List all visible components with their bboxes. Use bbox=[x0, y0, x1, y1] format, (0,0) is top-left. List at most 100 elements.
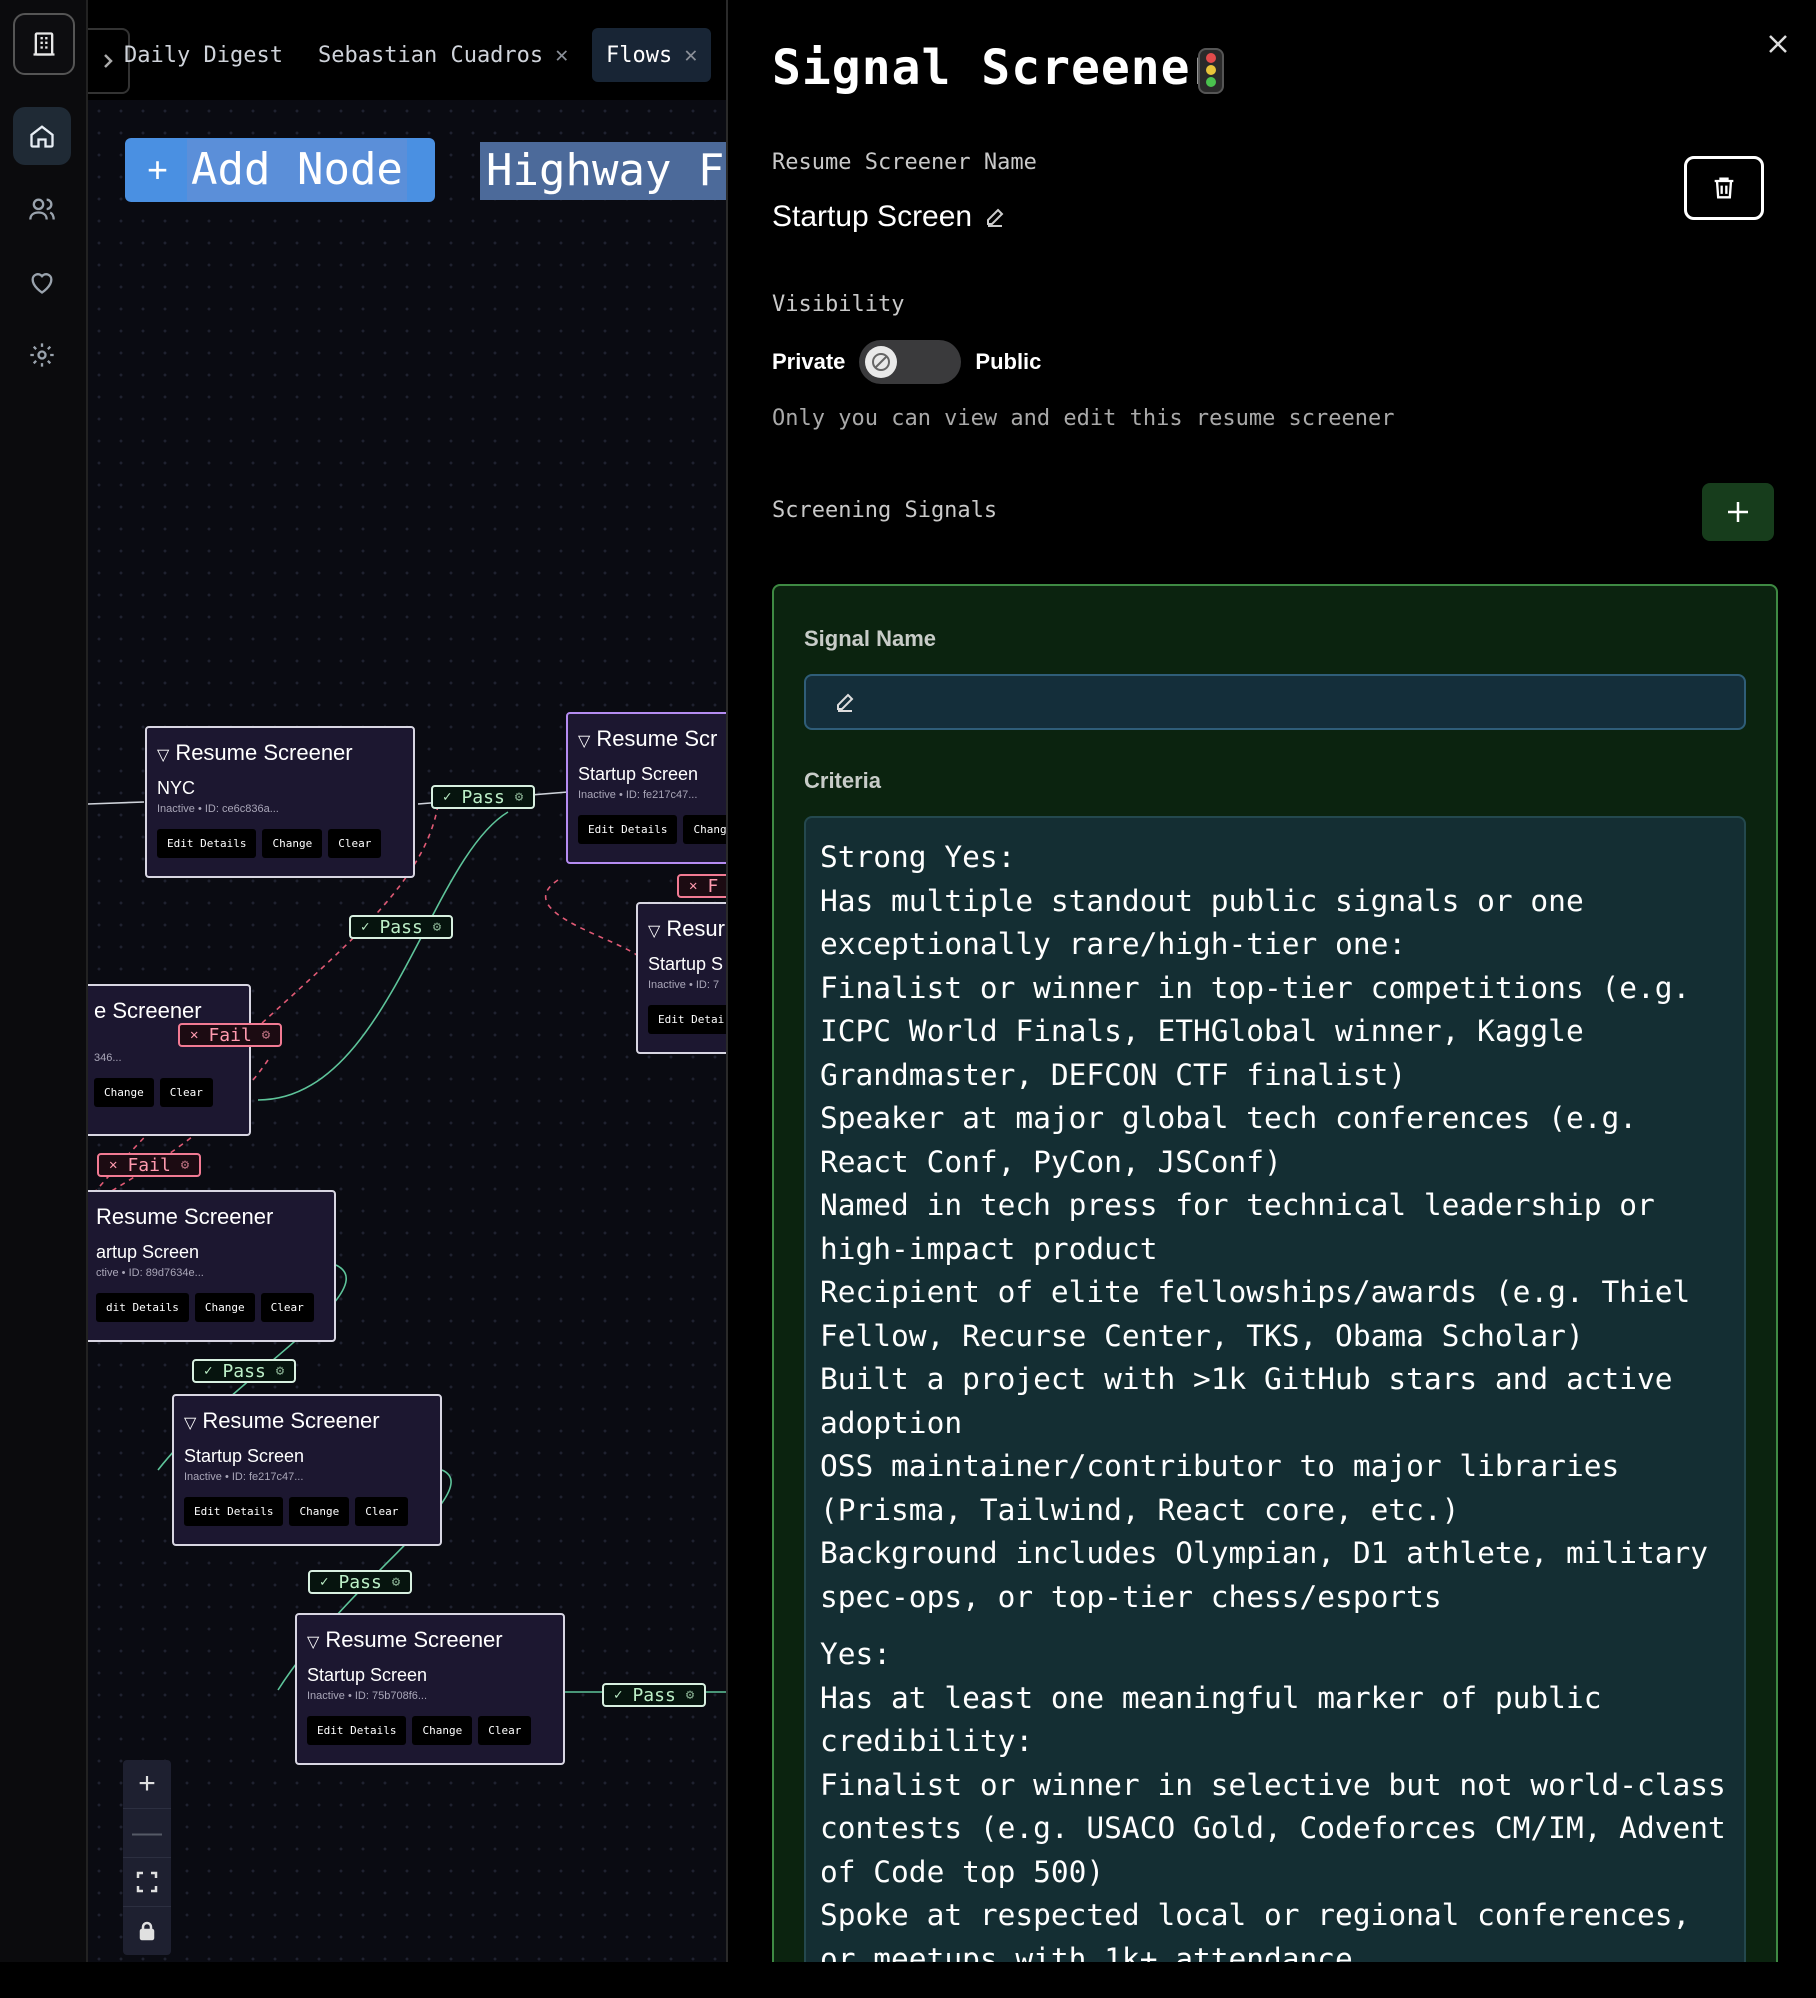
tab-daily-digest[interactable]: Daily Digest bbox=[124, 28, 283, 82]
flow-title[interactable]: Highway Fl bbox=[480, 142, 728, 200]
clear-button[interactable]: Clear bbox=[328, 829, 382, 858]
gear-icon[interactable]: ⚙ bbox=[685, 1687, 695, 1703]
tab-bar: Daily Digest Sebastian Cuadros ✕ Flows ✕ bbox=[88, 0, 728, 102]
clear-button[interactable]: Clear bbox=[478, 1716, 532, 1745]
criteria-textarea[interactable]: Strong Yes: Has multiple standout public… bbox=[804, 816, 1746, 1996]
pass-edge-label[interactable]: ✓Pass⚙ bbox=[192, 1359, 297, 1383]
fit-view-button[interactable] bbox=[123, 1858, 171, 1907]
nav-favorites[interactable] bbox=[13, 253, 71, 311]
bottom-strip bbox=[0, 1962, 1816, 1998]
heart-icon bbox=[31, 273, 53, 294]
private-label: Private bbox=[772, 349, 846, 374]
edit-details-button[interactable]: Edit Detai bbox=[648, 1005, 728, 1034]
pencil-icon[interactable] bbox=[984, 206, 1006, 228]
change-button[interactable]: Change bbox=[194, 1293, 255, 1322]
clear-button[interactable]: Clear bbox=[159, 1078, 213, 1107]
flow-node[interactable]: ▽Resur Startup S Inactive • ID: 7 Edit D… bbox=[636, 902, 728, 1054]
building-icon bbox=[33, 32, 55, 56]
signal-screener-panel: Signal Screener Resume Screener Name Sta… bbox=[728, 0, 1816, 1998]
nav-settings[interactable] bbox=[13, 326, 71, 384]
close-tab-icon[interactable]: ✕ bbox=[555, 42, 569, 68]
tab-sebastian-cuadros[interactable]: Sebastian Cuadros ✕ bbox=[318, 28, 568, 82]
nav-home[interactable] bbox=[13, 107, 71, 165]
close-tab-icon[interactable]: ✕ bbox=[684, 42, 698, 68]
collapse-sidebar-button[interactable] bbox=[88, 28, 130, 94]
tab-label: Flows bbox=[606, 42, 673, 68]
signal-name-input[interactable] bbox=[804, 674, 1746, 730]
edge-label-text: Pass bbox=[338, 1571, 382, 1593]
node-title: Resume Screener bbox=[96, 1204, 274, 1229]
flow-canvas[interactable]: + Add Node Highway Fl ▽Resume Screener N… bbox=[88, 100, 728, 1998]
edge-label-text: Pass bbox=[222, 1360, 266, 1382]
change-button[interactable]: Chang bbox=[683, 815, 728, 844]
tab-flows[interactable]: Flows ✕ bbox=[592, 28, 712, 82]
fail-edge-label[interactable]: ✕F bbox=[677, 874, 728, 898]
screener-name-label: Resume Screener Name bbox=[772, 150, 1037, 175]
node-subtitle: Startup Screen bbox=[307, 1665, 428, 1685]
node-title: Resume Screener bbox=[175, 740, 353, 765]
change-button[interactable]: Change bbox=[94, 1078, 154, 1107]
change-button[interactable]: Change bbox=[262, 829, 323, 858]
pass-edge-label[interactable]: ✓ Pass ⚙ bbox=[349, 915, 454, 939]
flow-node[interactable]: e Screener 346... Change Clear bbox=[88, 984, 251, 1136]
edge-label-text: F bbox=[707, 875, 719, 897]
gear-icon[interactable]: ⚙ bbox=[432, 919, 442, 935]
gear-icon[interactable]: ⚙ bbox=[391, 1574, 401, 1590]
signal-name-label: Signal Name bbox=[804, 626, 937, 651]
edit-details-button[interactable]: Edit Details bbox=[157, 829, 257, 858]
change-button[interactable]: Change bbox=[289, 1497, 350, 1526]
visibility-toggle[interactable] bbox=[859, 340, 962, 384]
flow-node[interactable]: Resume Screener artup Screen ctive • ID:… bbox=[88, 1190, 336, 1342]
edge-label-text: Pass bbox=[379, 916, 423, 938]
delete-screener-button[interactable] bbox=[1684, 156, 1764, 220]
screener-name[interactable]: Startup Screen bbox=[772, 200, 1006, 234]
filter-icon: ▽ bbox=[307, 1634, 320, 1651]
flow-node[interactable]: ▽Resume Scr Startup Screen Inactive • ID… bbox=[566, 712, 728, 864]
fail-edge-label[interactable]: ✕ Fail ⚙ bbox=[97, 1153, 202, 1177]
x-icon: ✕ bbox=[109, 1157, 118, 1173]
node-title: Resur bbox=[666, 916, 725, 941]
gear-icon[interactable]: ⚙ bbox=[275, 1363, 285, 1379]
zoom-in-button[interactable]: + bbox=[123, 1760, 171, 1809]
node-subtitle: Startup Screen bbox=[184, 1446, 305, 1466]
nav-people[interactable] bbox=[13, 180, 71, 238]
gear-icon[interactable]: ⚙ bbox=[514, 789, 524, 805]
close-panel-button[interactable] bbox=[1760, 26, 1796, 62]
add-node-button[interactable]: + Add Node bbox=[125, 138, 435, 202]
node-subtitle: artup Screen bbox=[96, 1242, 200, 1262]
clear-button[interactable]: Clear bbox=[355, 1497, 409, 1526]
screener-name-value: Startup Screen bbox=[772, 200, 973, 233]
gear-icon[interactable]: ⚙ bbox=[180, 1157, 190, 1173]
workspace-logo-button[interactable] bbox=[13, 13, 75, 75]
pass-edge-label[interactable]: ✓Pass⚙ bbox=[431, 785, 536, 809]
flow-node[interactable]: ▽Resume Screener Startup Screen Inactive… bbox=[172, 1394, 442, 1546]
add-signal-button[interactable] bbox=[1702, 483, 1774, 541]
lock-button[interactable] bbox=[123, 1907, 171, 1955]
zoom-controls: + — bbox=[123, 1760, 171, 1955]
node-meta: Inactive • ID: fe217c47... bbox=[578, 789, 698, 801]
edit-details-button[interactable]: Edit Details bbox=[307, 1716, 407, 1745]
filter-icon: ▽ bbox=[157, 747, 170, 764]
chevron-right-icon bbox=[104, 54, 113, 68]
change-button[interactable]: Change bbox=[412, 1716, 473, 1745]
pass-edge-label[interactable]: ✓Pass⚙ bbox=[602, 1683, 707, 1707]
home-icon bbox=[30, 125, 54, 148]
toggle-knob bbox=[865, 346, 898, 378]
edge-label-text: Fail bbox=[127, 1154, 171, 1176]
visibility-label: Visibility bbox=[772, 292, 905, 317]
edit-details-button[interactable]: Edit Details bbox=[578, 815, 678, 844]
check-icon: ✓ bbox=[361, 919, 370, 935]
filter-icon: ▽ bbox=[648, 923, 661, 940]
fail-edge-label[interactable]: ✕Fail⚙ bbox=[178, 1023, 283, 1047]
gear-icon[interactable]: ⚙ bbox=[261, 1027, 271, 1043]
check-icon: ✓ bbox=[320, 1574, 329, 1590]
edit-details-button[interactable]: Edit Details bbox=[184, 1497, 284, 1526]
clear-button[interactable]: Clear bbox=[260, 1293, 314, 1322]
node-meta: Inactive • ID: ce6c836a... bbox=[157, 803, 279, 815]
flow-node[interactable]: ▽Resume Screener Startup Screen Inactive… bbox=[295, 1613, 565, 1765]
zoom-out-button[interactable]: — bbox=[123, 1809, 171, 1858]
flow-node[interactable]: ▽Resume Screener NYC Inactive • ID: ce6c… bbox=[145, 726, 415, 878]
edit-details-button[interactable]: dit Details bbox=[96, 1293, 189, 1322]
pass-edge-label[interactable]: ✓ Pass ⚙ bbox=[308, 1570, 413, 1594]
plus-icon: + bbox=[147, 149, 169, 190]
